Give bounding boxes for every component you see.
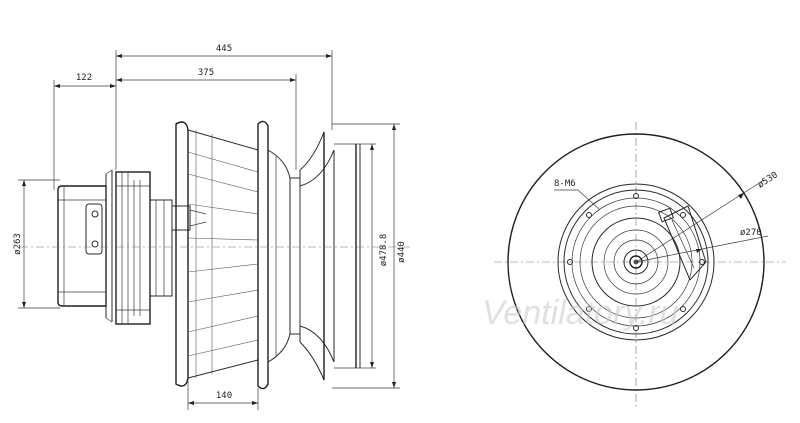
dim-impeller-length: 375 [116, 68, 297, 170]
side-view: 445 122 375 ø263 [13, 44, 410, 410]
outer-disc [507, 133, 765, 391]
outer-diameter-label: ø530 [756, 170, 780, 190]
bolt-circle-label: ø270 [740, 228, 762, 238]
dim-overall-length: 445 [115, 44, 333, 170]
inlet-nozzle [290, 131, 335, 381]
inlet-flange [334, 143, 361, 369]
dim-inlet-diameters: ø478.8 ø440 [332, 123, 407, 389]
motor-diameter-label: ø263 [13, 233, 23, 255]
mount-holes-label: 8-M6 [554, 179, 576, 189]
motor-length-label: 122 [76, 73, 92, 83]
dim-inlet-depth: 140 [187, 380, 259, 410]
terminal-box [658, 205, 707, 281]
leader-outer-diameter: ø530 [635, 170, 780, 263]
inlet-diameter-outer-label: ø440 [397, 241, 407, 263]
impeller-blades [187, 129, 259, 379]
dim-motor-length: 122 [53, 73, 116, 190]
inlet-depth-label: 140 [216, 391, 232, 401]
shroud-ring [257, 120, 269, 390]
impeller-length-label: 375 [198, 68, 214, 78]
front-view: 8-M6 ø530 ø270 Ventilatory.ru [482, 122, 786, 408]
overall-length-label: 445 [216, 44, 232, 54]
leader-mount-holes: 8-M6 [554, 179, 601, 211]
inlet-diameter-inner-label: ø478.8 [379, 234, 389, 267]
watermark: Ventilatory.ru [482, 294, 679, 332]
dim-motor-diameter: ø263 [13, 179, 60, 309]
motor-housing [57, 169, 113, 323]
mount-holes [567, 193, 705, 331]
back-plate [175, 121, 189, 387]
leader-bolt-circle: ø270 [635, 228, 769, 263]
rotor-plate [115, 171, 207, 325]
